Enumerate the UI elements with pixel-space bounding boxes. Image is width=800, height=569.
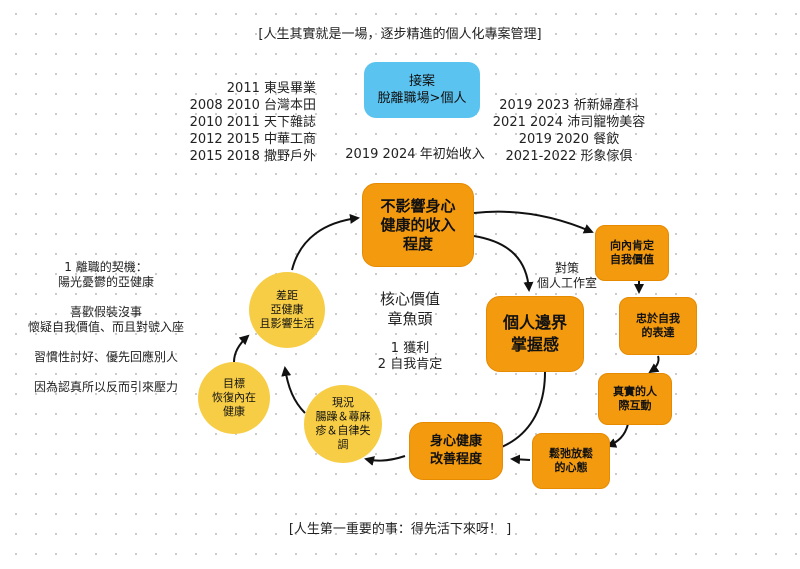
- genuine-interaction-box: 真實的人 際互動: [598, 373, 672, 425]
- footer-quote: [人生第一重要的事：得先活下來呀！ ]: [288, 522, 512, 537]
- client-history-right: 2019 2023 祈新婦產科 2021 2024 沛司寵物美容 2019 20…: [492, 98, 646, 164]
- arrow-income-to-affirm: [473, 210, 594, 234]
- arrow-income-to-control: [473, 235, 534, 292]
- arrow-express-to-interact: [648, 355, 660, 374]
- health-improvement-box: 身心健康 改善程度: [409, 422, 503, 480]
- arrow-gap-to-income: [291, 214, 360, 271]
- personal-boundary-box: 個人邊界 掌握感: [486, 296, 584, 372]
- relaxed-mindset-box: 鬆弛放鬆 的心態: [532, 433, 610, 489]
- career-history-left: 2011 東吳畢業 2008 2010 台灣本田 2010 2011 天下雜誌 …: [189, 81, 316, 164]
- arrow-goal-to-gap: [233, 334, 250, 363]
- arrow-relax-to-health: [510, 454, 531, 465]
- page-title: [人生其實就是一場，逐步精進的個人化專案管理]: [258, 27, 542, 42]
- goal-circle: 目標 恢復內在 健康: [198, 362, 270, 434]
- core-value-title: 核心價值 章魚頭: [379, 290, 440, 328]
- self-affirmation-box: 向內肯定 自我價值: [595, 225, 669, 281]
- strategy-label: 對策 個人工作室: [536, 261, 597, 290]
- arrow-health-to-status: [364, 455, 406, 466]
- gap-circle: 差距 亞健康 且影響生活: [249, 272, 325, 348]
- income-period: 2019 2024 年初始收入: [345, 147, 485, 162]
- arrow-control-to-health: [492, 371, 546, 453]
- core-value-list: 1 獲利 2 自我肯定: [377, 341, 443, 372]
- resignation-notes: 1 離職的契機： 陽光憂鬱的亞健康 喜歡假裝沒事 懷疑自我價值、而且對號入座 習…: [27, 260, 184, 394]
- status-circle: 現況 腸躁＆蕁麻 疹＆自律失 調: [304, 385, 382, 463]
- freelance-pill: 接案 脫離職場>個人: [364, 62, 480, 118]
- arrow-interact-to-relax: [606, 423, 629, 448]
- income-box: 不影響身心 健康的收入 程度: [362, 183, 474, 267]
- self-expression-box: 忠於自我 的表達: [619, 297, 697, 355]
- arrow-status-to-goal: [281, 366, 306, 414]
